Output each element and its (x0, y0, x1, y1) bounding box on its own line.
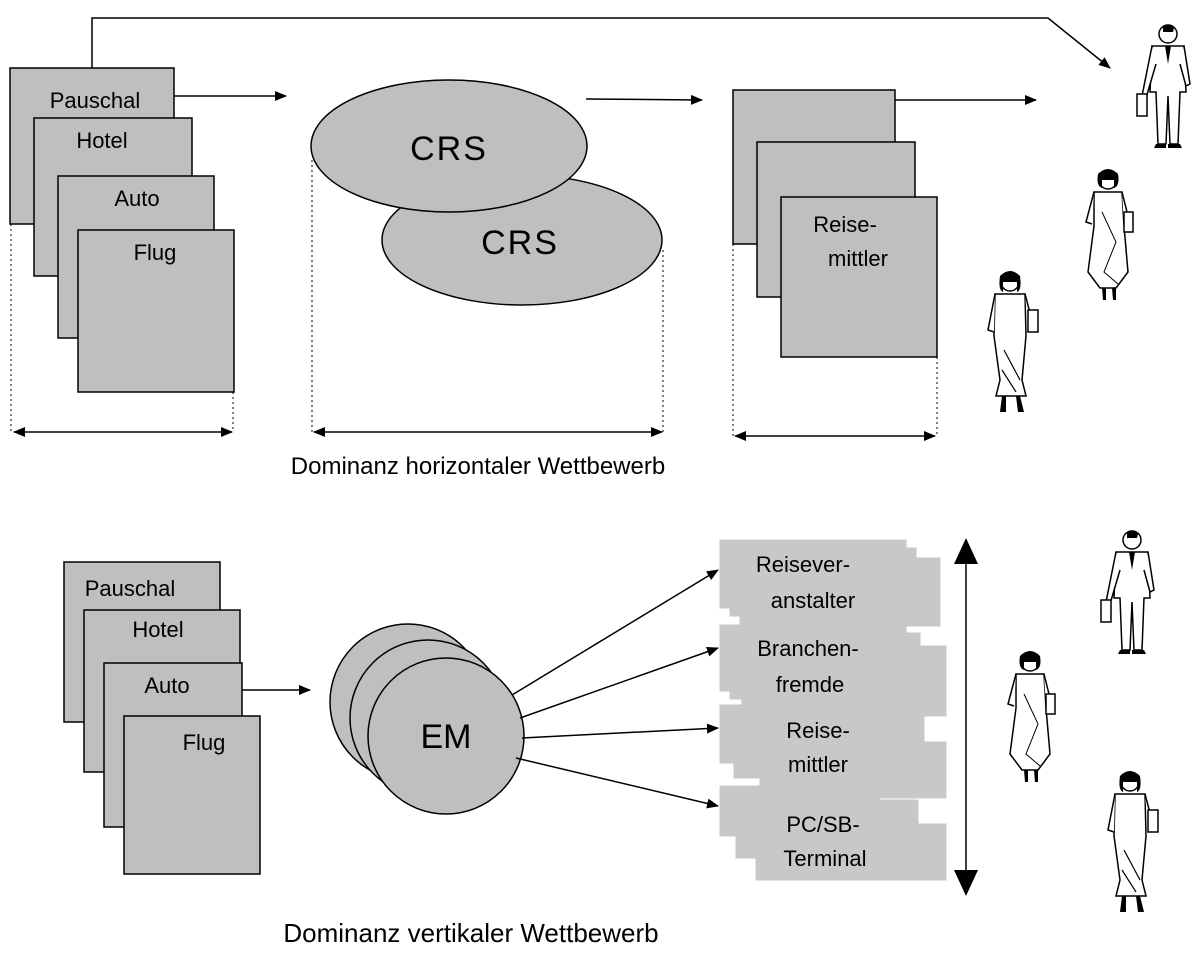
channel-reiseveranstalter: Reisever- anstalter (719, 539, 941, 627)
channel-2-line1: Branchen- (757, 636, 859, 661)
bottom-section: Pauschal Hotel Auto Flug EM Reisever- an… (63, 529, 1159, 948)
top-intermediary-line2: mittler (828, 246, 888, 271)
channel-4-line1: PC/SB- (786, 812, 859, 837)
top-label-pauschal: Pauschal (50, 88, 141, 113)
bottom-label-flug: Flug (183, 730, 226, 755)
person-woman-top-1 (1085, 168, 1134, 301)
arrow-em-to-reisemittler (521, 723, 719, 739)
channel-reisemittler: Reise- mittler (719, 704, 947, 799)
crs-label-front: CRS (410, 130, 488, 168)
bottom-label-pauschal: Pauschal (85, 576, 176, 601)
top-intermediary-line1: Reise- (813, 212, 877, 237)
bottom-provider-stack: Pauschal Hotel Auto Flug (63, 561, 261, 875)
person-woman-bottom-1 (1007, 650, 1056, 783)
person-woman-bottom-2 (1107, 770, 1159, 913)
person-man-top (1136, 23, 1191, 149)
arrow-em-to-terminal (515, 757, 719, 809)
person-woman-top-2 (987, 270, 1039, 413)
person-man-bottom (1100, 529, 1155, 655)
channel-3-line1: Reise- (786, 718, 850, 743)
channel-2-line2: fremde (776, 672, 844, 697)
arrow-em-to-reiseveranstalter (511, 569, 719, 696)
top-label-auto: Auto (114, 186, 159, 211)
bottom-label-auto: Auto (144, 673, 189, 698)
top-intermediary-stack: Reise- mittler (732, 89, 938, 358)
caption-horizontal: Dominanz horizontaler Wettbewerb (291, 453, 665, 480)
bottom-card-flug (123, 715, 261, 875)
em-label: EM (421, 718, 472, 756)
crs-oval-front (310, 79, 588, 213)
top-card-flug (77, 229, 235, 393)
channel-4-line2: Terminal (783, 846, 866, 871)
em-circle-3 (367, 657, 525, 815)
top-section: Pauschal Hotel Auto Flug CRS CRS Reise- … (9, 17, 1191, 480)
top-crs-group: CRS CRS (310, 79, 663, 306)
channel-1-line1: Reisever- (756, 552, 850, 577)
channel-1-line2: anstalter (771, 588, 855, 613)
caption-vertical: Dominanz vertikaler Wettbewerb (283, 918, 658, 948)
top-provider-stack: Pauschal Hotel Auto Flug (9, 67, 235, 393)
em-group: EM (329, 623, 525, 815)
top-label-hotel: Hotel (76, 128, 127, 153)
top-bypass-arrow (91, 17, 1111, 69)
bottom-label-hotel: Hotel (132, 617, 183, 642)
channel-terminal: PC/SB- Terminal (719, 785, 947, 881)
arrow-crs-to-intermediary (585, 94, 703, 105)
channel-branchenfremde: Branchen- fremde (719, 624, 947, 717)
arrow-em-to-branchenfremde (519, 646, 719, 719)
top-intermediary-card-3 (780, 196, 938, 358)
top-label-flug: Flug (134, 240, 177, 265)
crs-label-back: CRS (481, 224, 559, 262)
channel-3-line2: mittler (788, 752, 848, 777)
